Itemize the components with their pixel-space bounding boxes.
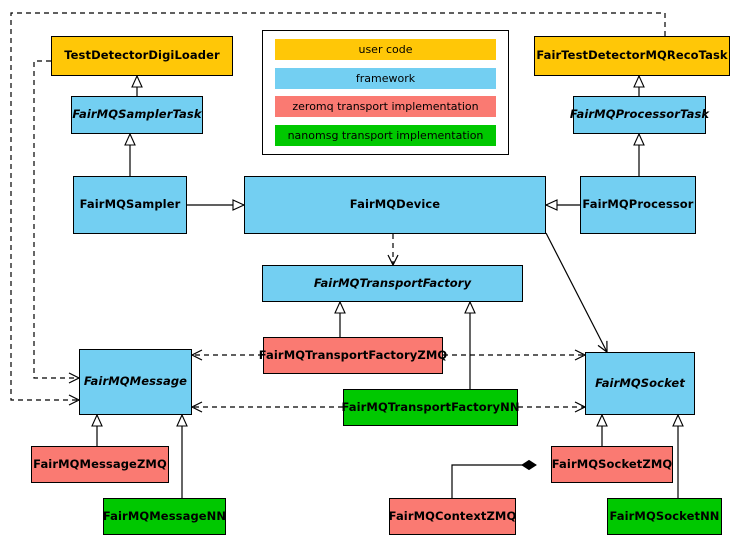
class-node-fairmqsocket[interactable]: FairMQSocket xyxy=(585,352,695,415)
legend-item-user-code: user code xyxy=(275,39,496,60)
legend-item-zeromq-transport: zeromq transport implementation xyxy=(275,96,496,118)
class-node-fairtestdetectormqrecotask[interactable]: FairTestDetectorMQRecoTask xyxy=(534,36,730,76)
class-node-fairmqsocketnn[interactable]: FairMQSocketNN xyxy=(607,498,722,535)
class-node-fairmqtransportfactoryzmq[interactable]: FairMQTransportFactoryZMQ xyxy=(259,337,447,374)
class-node-fairmqtransportfactorynn[interactable]: FairMQTransportFactoryNN xyxy=(341,389,519,426)
legend-item-nanomsg-transport: nanomsg transport implementation xyxy=(275,124,496,146)
class-node-fairmqmessagenn[interactable]: FairMQMessageNN xyxy=(103,498,226,535)
class-node-fairmqprocessor[interactable]: FairMQProcessor xyxy=(580,176,696,234)
class-node-fairmqmessagezmq[interactable]: FairMQMessageZMQ xyxy=(31,446,169,483)
class-node-fairmqsocketzmq[interactable]: FairMQSocketZMQ xyxy=(551,446,673,483)
class-node-fairmqsamplertask[interactable]: FairMQSamplerTask xyxy=(71,96,203,134)
edge-digiloader-to-message xyxy=(33,60,79,378)
legend: user code framework zeromq transport imp… xyxy=(262,30,509,155)
class-node-fairmqcontextzmq[interactable]: FairMQContextZMQ xyxy=(389,498,516,535)
class-node-fairmqdevice[interactable]: FairMQDevice xyxy=(244,176,546,234)
legend-item-framework: framework xyxy=(275,67,496,89)
class-node-fairmqmessage[interactable]: FairMQMessage xyxy=(79,349,192,415)
class-node-fairmqtransportfactory[interactable]: FairMQTransportFactory xyxy=(262,265,523,302)
edge-device-to-socket xyxy=(545,232,607,352)
class-node-fairmqsampler[interactable]: FairMQSampler xyxy=(73,176,187,234)
edge-contextzmq-to-socketzmq xyxy=(451,459,537,498)
edge-recotask-to-message xyxy=(10,12,666,400)
class-node-testdetectordigiloader[interactable]: TestDetectorDigiLoader xyxy=(51,36,233,76)
class-node-fairmqprocessortask[interactable]: FairMQProcessorTask xyxy=(570,96,709,134)
